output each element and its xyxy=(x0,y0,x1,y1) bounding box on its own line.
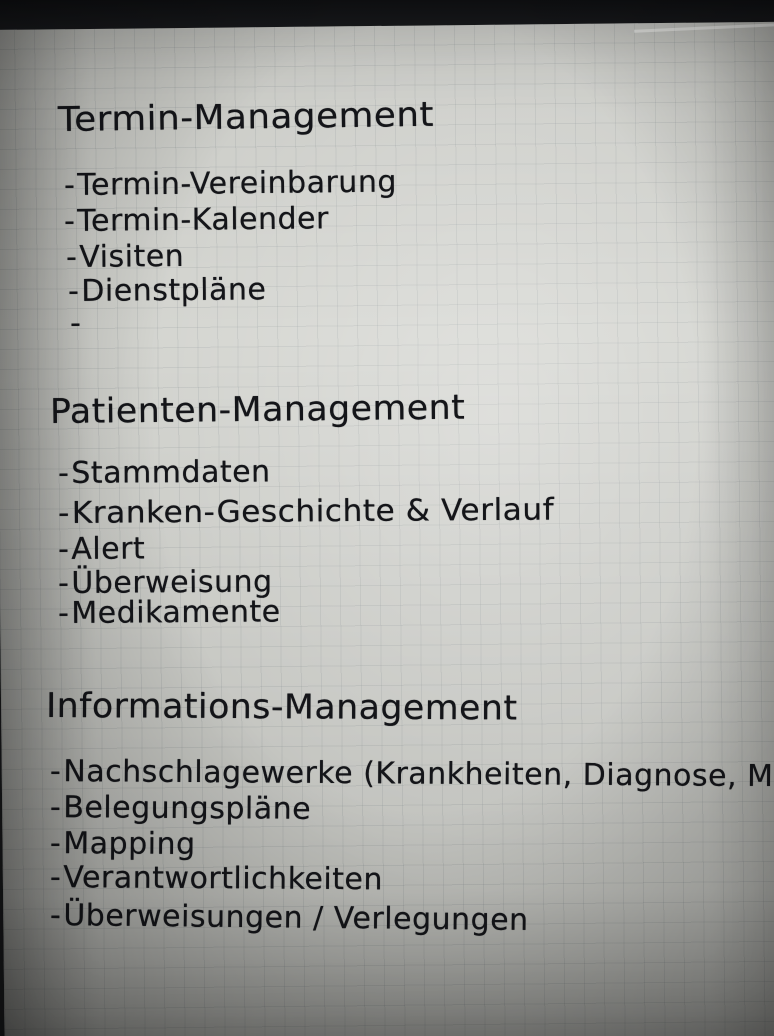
list-item: -Verantwortlichkeiten xyxy=(50,860,383,897)
list-dash: - xyxy=(57,455,70,491)
list-item: -Medikamente xyxy=(58,594,281,631)
list-item-text: Medikamente xyxy=(71,594,281,631)
list-item: -Nachschlagewerke (Krankheiten, Diagnose… xyxy=(50,754,774,794)
list-item: -Visiten xyxy=(66,239,185,275)
list-item: -Termin-Vereinbarung xyxy=(64,165,397,203)
list-item-text: Termin-Kalender xyxy=(77,201,330,239)
list-dash: - xyxy=(49,790,62,826)
list-dash: - xyxy=(49,898,62,934)
list-item-empty: - xyxy=(70,306,84,341)
list-dash: - xyxy=(49,860,62,896)
list-item: -Alert xyxy=(58,531,145,567)
list-item-text: Kranken-Geschichte & Verlauf xyxy=(71,492,555,531)
list-dash: - xyxy=(65,239,78,275)
list-dash: - xyxy=(67,273,80,309)
heading-termin-management: Termin-Management xyxy=(57,94,435,140)
list-item-text: Belegungspläne xyxy=(63,790,312,827)
list-item: -Termin-Kalender xyxy=(64,201,329,239)
list-dash: - xyxy=(63,167,76,203)
list-item-text: Termin-Vereinbarung xyxy=(77,164,398,203)
list-item: -Stammdaten xyxy=(58,455,271,491)
list-dash: - xyxy=(57,595,70,631)
list-dash: - xyxy=(49,754,62,790)
list-item: -Kranken-Geschichte & Verlauf xyxy=(58,493,554,531)
list-dash: - xyxy=(69,305,82,341)
list-item-text: Verantwortlichkeiten xyxy=(63,860,384,898)
list-dash: - xyxy=(57,495,70,531)
heading-informations-management: Informations-Management xyxy=(45,686,518,729)
heading-patienten-management: Patienten-Management xyxy=(49,387,466,432)
list-item-text: Alert xyxy=(71,531,146,567)
list-item-text: Stammdaten xyxy=(71,454,271,491)
list-dash: - xyxy=(63,203,76,239)
list-item: -Dienstpläne xyxy=(68,272,267,309)
list-item-text: Nachschlagewerke (Krankheiten, Diagnose,… xyxy=(63,754,774,795)
list-item-text: Visiten xyxy=(79,238,185,275)
list-item-text: Dienstpläne xyxy=(81,272,267,309)
list-item: -Überweisungen / Verlegungen xyxy=(50,898,529,938)
list-item: -Mapping xyxy=(50,826,196,862)
list-dash: - xyxy=(57,531,70,567)
list-dash: - xyxy=(49,826,62,862)
list-item-text: Überweisungen / Verlegungen xyxy=(63,898,529,939)
list-item-text: Mapping xyxy=(63,826,196,863)
paper-highlight xyxy=(634,23,774,33)
list-item: -Belegungspläne xyxy=(50,790,311,827)
